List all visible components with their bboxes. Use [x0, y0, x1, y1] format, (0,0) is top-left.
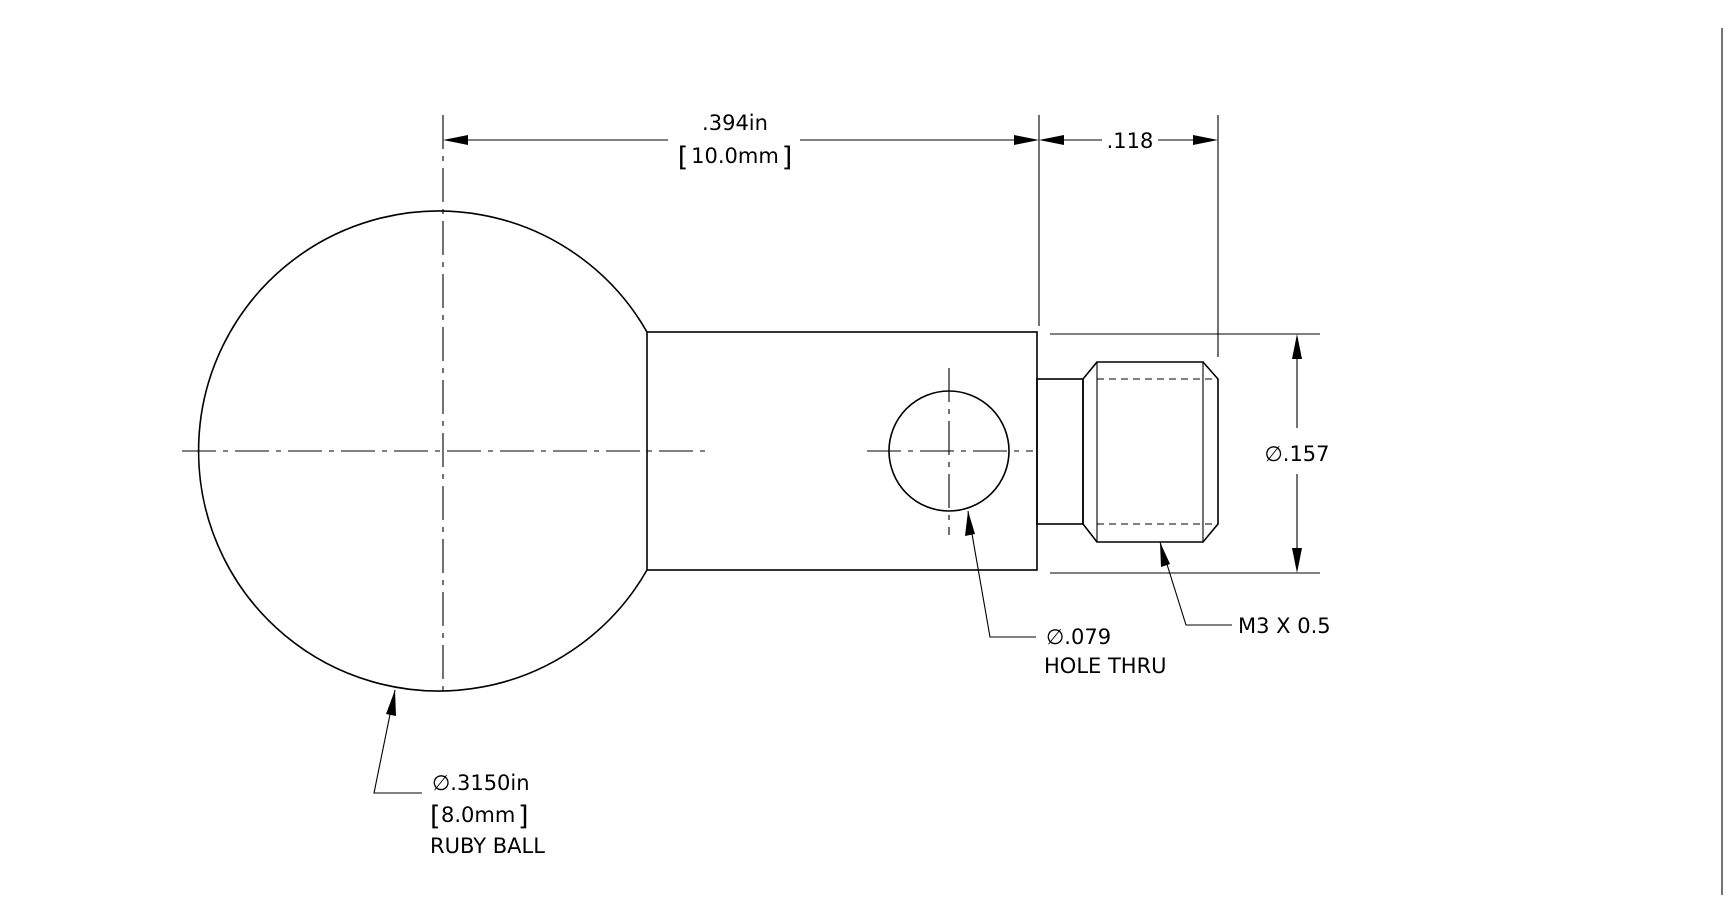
thread-neck: [1036, 378, 1084, 525]
arrowhead-ball-leader: [386, 690, 396, 716]
dim-157-value: .157: [1283, 442, 1330, 466]
diameter-symbol: ∅: [1264, 442, 1282, 466]
hole-callout-size: ∅.079: [1046, 625, 1111, 649]
ball-callout-size: ∅.3150in: [432, 771, 530, 795]
hole-diameter-symbol: ∅: [1046, 625, 1064, 649]
ball-size-mm: 8.0mm: [441, 803, 515, 827]
dim-394-mm: 10.0mm: [691, 144, 779, 168]
ball-size-inch: .3150in: [450, 771, 529, 795]
hole-callout-note: HOLE THRU: [1044, 654, 1167, 678]
arrowhead-157-bottom: [1292, 548, 1302, 573]
dim-118-inch: .118: [1107, 129, 1154, 153]
leader-ball: [373, 689, 422, 794]
arrowhead-118-right: [1193, 135, 1218, 145]
dim-157-diameter: ∅.157: [1264, 442, 1329, 466]
arrowhead-157-top: [1292, 334, 1302, 359]
dim-394-bracket-open: [: [678, 142, 689, 173]
ball-callout-note: RUBY BALL: [430, 834, 545, 858]
hole-size: .079: [1064, 625, 1111, 649]
ball-bracket-close: ]: [518, 801, 529, 832]
arrowhead-118-left: [1039, 135, 1064, 145]
threaded-stud: [1082, 361, 1219, 543]
ball-diameter-symbol: ∅: [432, 771, 450, 795]
leader-hole: [967, 510, 1036, 638]
thread-callout-spec: M3 X 0.5: [1238, 614, 1331, 638]
dim-394-inch: .394in: [702, 111, 768, 135]
arrowhead-394-left: [443, 135, 468, 145]
arrowhead-394-right: [1014, 135, 1039, 145]
arrowhead-thread-leader: [1160, 542, 1170, 567]
arrowhead-hole-leader: [965, 511, 975, 536]
leader-thread: [1159, 541, 1232, 626]
ball-bracket-open: [: [430, 801, 441, 832]
dim-394-bracket-close: ]: [782, 142, 793, 173]
